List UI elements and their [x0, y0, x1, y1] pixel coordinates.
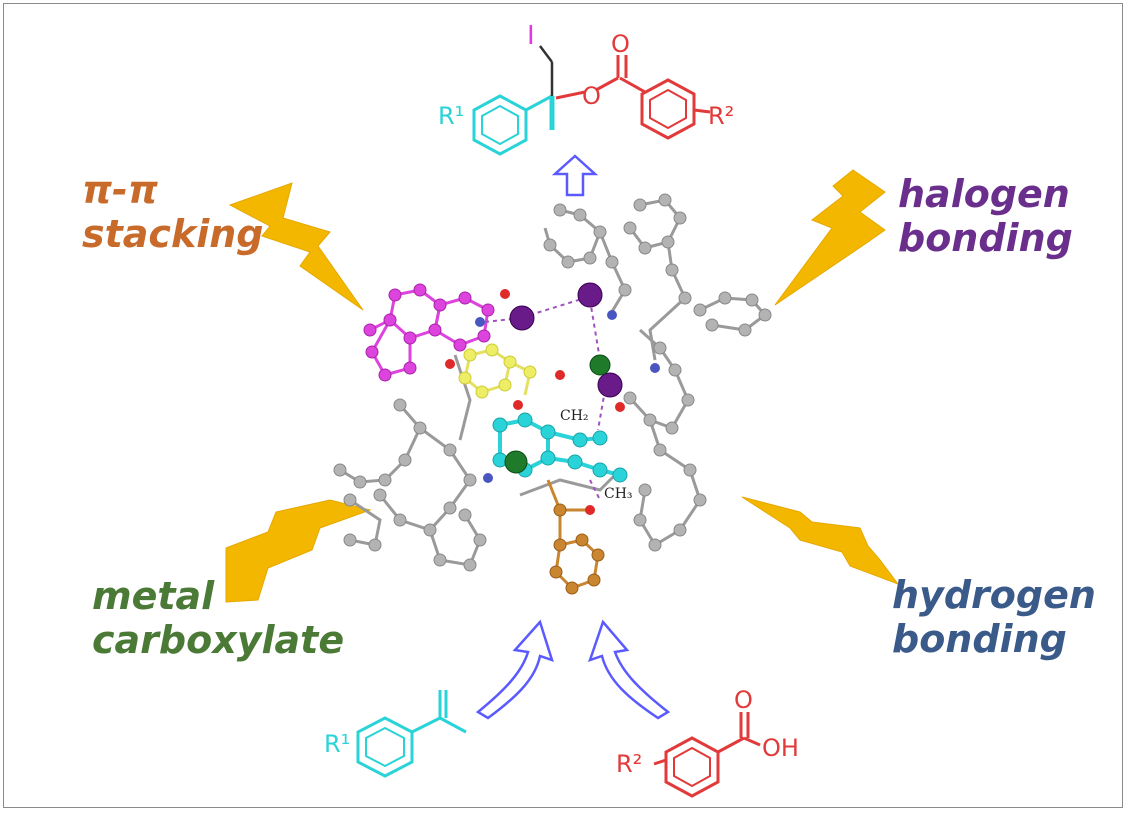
label-halogen-bonding: halogen bonding [898, 172, 1073, 260]
r2-product-label: R² [708, 102, 734, 130]
r1-alkene-label: R¹ [324, 730, 350, 758]
arrow-curved-right [588, 619, 671, 720]
label-hydrogen-line1: hydrogen [892, 573, 1096, 617]
ball-and-stick-model: CH₂ CH₃ [333, 193, 772, 595]
label-metal-line1: metal [92, 574, 215, 618]
bolt-metal [225, 499, 372, 603]
figure-frame [3, 3, 1123, 808]
r2-acid-label: R² [616, 750, 642, 778]
acid-carbonyl-oxygen: O [734, 686, 753, 714]
label-halogen-line2: bonding [898, 216, 1073, 260]
alkene-substrate: R¹ [324, 690, 467, 778]
label-pi-stacking: π-π stacking [82, 168, 264, 256]
bolt-hydrogen [741, 496, 900, 586]
iodine-label: I [527, 21, 535, 51]
label-metal-line2: carboxylate [92, 618, 345, 662]
label-hydrogen-bonding: hydrogen bonding [892, 573, 1096, 661]
r1-product-label: R¹ [438, 102, 464, 130]
label-pi-stacking-line2: stacking [82, 212, 264, 256]
label-halogen-line1: halogen [898, 172, 1070, 216]
acid-oh-label: OH [762, 734, 799, 762]
label-hydrogen-line2: bonding [892, 617, 1067, 661]
ester-oxygen-label: O [582, 82, 601, 110]
arrow-curved-left [475, 619, 554, 720]
arrow-up-product [551, 154, 599, 197]
label-pi-stacking-line1: π-π [82, 168, 158, 212]
acid-substrate: O OH R² [616, 686, 799, 798]
bolt-halogen [774, 169, 886, 306]
carbonyl-oxygen-label: O [611, 30, 630, 58]
ch2-label: CH₂ [560, 408, 589, 424]
bolt-pi-stacking [228, 182, 364, 311]
product-structure: I O O R¹ R² [438, 21, 734, 156]
ch3-label: CH₃ [604, 486, 633, 502]
label-metal-carboxylate: metal carboxylate [92, 574, 344, 662]
